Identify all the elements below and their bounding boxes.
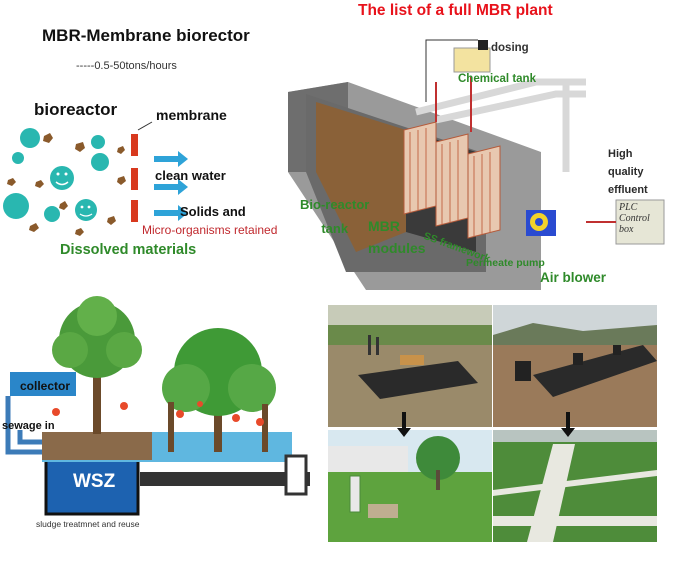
solid-particles bbox=[7, 133, 126, 236]
membrane-bars bbox=[131, 134, 138, 222]
clean-water-arrows bbox=[154, 151, 188, 221]
arrow-down-icon bbox=[561, 412, 575, 437]
wetland-illustration bbox=[0, 292, 326, 532]
collector-label: collector bbox=[20, 379, 71, 393]
sludge-label: sludge treatmnet and reuse bbox=[36, 519, 140, 529]
effluent-label: High quality effluent bbox=[608, 148, 648, 196]
clean-water-label: clean water bbox=[155, 168, 226, 183]
permeate-pump-label: Permeate pump bbox=[466, 257, 545, 269]
bacteria-cluster bbox=[3, 128, 109, 222]
pipes bbox=[415, 78, 586, 172]
dosing-pump bbox=[478, 40, 488, 50]
wsz-label: WSZ bbox=[73, 471, 116, 492]
collector-box bbox=[10, 372, 76, 396]
membrane-modules bbox=[403, 121, 501, 239]
photo-wetland-beds bbox=[493, 430, 657, 542]
membrane-pointer bbox=[137, 121, 153, 131]
sludge-interior bbox=[316, 102, 406, 252]
plant-title: The list of a full MBR plant bbox=[358, 2, 553, 19]
bioreactor-tank-label: Bio-reactor tank bbox=[300, 197, 370, 236]
flowers bbox=[52, 401, 264, 426]
plc-label: PLC Control box bbox=[619, 202, 650, 235]
photo-installed-tanks bbox=[493, 305, 657, 427]
trees bbox=[52, 296, 276, 452]
mbr-title: MBR-Membrane biorector bbox=[42, 26, 250, 45]
bioreactor-label: bioreactor bbox=[34, 100, 118, 119]
wsz-tank bbox=[44, 456, 140, 516]
micro-organisms-label: Micro-organisms retained bbox=[142, 223, 278, 237]
photo-installation-site bbox=[328, 305, 492, 427]
chemical-tank bbox=[453, 47, 491, 73]
air-blower bbox=[526, 210, 556, 236]
solids-label: Solids and bbox=[180, 204, 246, 219]
bioreactor-illustration bbox=[3, 121, 188, 236]
chemical-tank-label: Chemical tank bbox=[458, 73, 536, 85]
sewage-in-label: sewage in bbox=[2, 420, 55, 432]
mbr-modules-label: MBR modules bbox=[368, 218, 426, 256]
air-blower-label: Air blower bbox=[540, 270, 607, 285]
mbr-plant-illustration bbox=[288, 39, 665, 290]
dosing-label: dosing bbox=[491, 42, 529, 54]
arrow-down-icon bbox=[397, 412, 411, 437]
photo-finished-garden bbox=[328, 430, 492, 542]
membrane-label: membrane bbox=[156, 107, 227, 123]
dissolved-label: Dissolved materials bbox=[60, 242, 197, 258]
capacity-text: -----0.5-50tons/hours bbox=[76, 60, 177, 72]
